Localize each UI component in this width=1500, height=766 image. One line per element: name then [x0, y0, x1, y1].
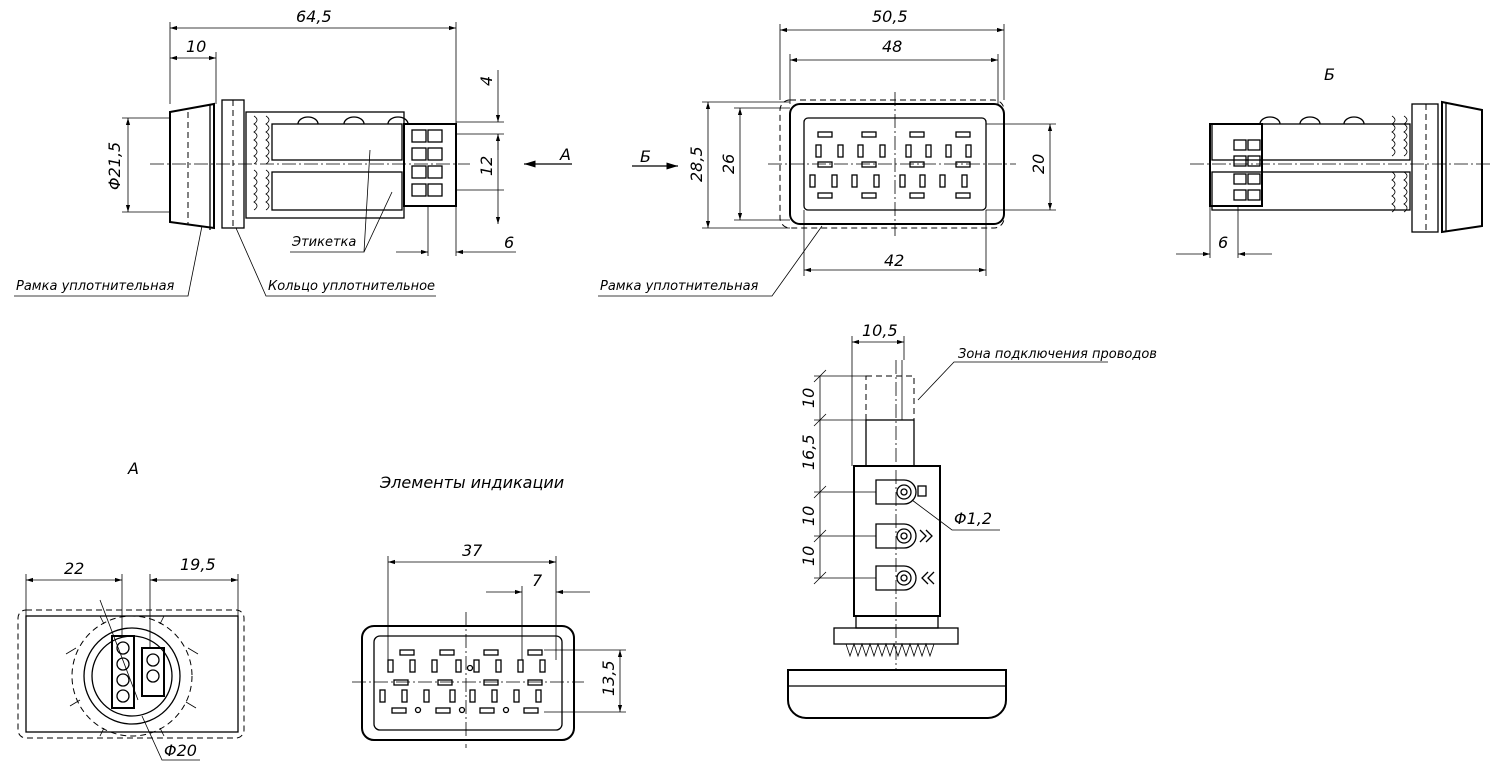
- top-dim-16-5: 16,5: [799, 434, 818, 470]
- indication-elements-view: Элементы индикации 37 7 13,5: [352, 473, 626, 748]
- view-a: А 22 19,5 Φ20: [17, 459, 245, 761]
- side-dim-front: 10: [186, 37, 206, 56]
- side-dim-6: 6: [504, 233, 514, 252]
- view-a-title: А: [127, 459, 139, 478]
- arrow-b-label: Б: [640, 147, 651, 166]
- a-dim-19-5: 19,5: [180, 555, 216, 574]
- top-dim-10b: 10: [799, 506, 818, 526]
- top-dim-10a: 10: [799, 388, 818, 408]
- label-sticker: Этикетка: [291, 235, 356, 250]
- front-dim-inner: 48: [882, 37, 902, 56]
- front-dim-width: 50,5: [872, 7, 908, 26]
- front-dim-42: 42: [884, 251, 904, 270]
- ind-dim-7: 7: [532, 571, 543, 590]
- front-dim-20: 20: [1029, 154, 1048, 174]
- front-view: 50,5 48 28,5 26 20 42 Б Рамка уплотнител…: [598, 7, 1056, 297]
- top-dim-hole: Φ1,2: [954, 509, 992, 528]
- front-dim-26: 26: [719, 154, 738, 174]
- ind-dim-13-5: 13,5: [599, 660, 618, 696]
- a-dim-dia: Φ20: [164, 741, 197, 760]
- a-dim-22: 22: [64, 559, 84, 578]
- label-sealing-frame-1: Рамка уплотнительная: [16, 279, 175, 294]
- side-dim-length: 64,5: [296, 7, 332, 26]
- view-b-title: Б: [1324, 65, 1335, 84]
- side-dim-4: 4: [477, 76, 496, 86]
- view-b: Б 6: [1176, 65, 1490, 258]
- front-dim-height: 28,5: [687, 146, 706, 182]
- label-wire-zone: Зона подключения проводов: [958, 347, 1157, 362]
- wiring-view: 10,5 10 16,5 10 10 Φ1,2 Зона подключения…: [787, 321, 1157, 719]
- indication-title: Элементы индикации: [379, 473, 564, 492]
- arrow-a-label: А: [559, 145, 571, 164]
- side-dim-12: 12: [477, 156, 496, 176]
- top-dim-10c: 10: [799, 546, 818, 566]
- label-sealing-frame-2: Рамка уплотнительная: [600, 279, 759, 294]
- back-dim-6: 6: [1218, 233, 1228, 252]
- side-dim-diameter: Φ21,5: [105, 142, 124, 190]
- label-sealing-ring: Кольцо уплотнительное: [268, 279, 435, 294]
- ind-dim-37: 37: [462, 541, 483, 560]
- top-dim-10-5: 10,5: [862, 321, 898, 340]
- side-view: 64,5 10 Φ21,5 4 12 6 А Рамка уплотнитель…: [14, 7, 572, 297]
